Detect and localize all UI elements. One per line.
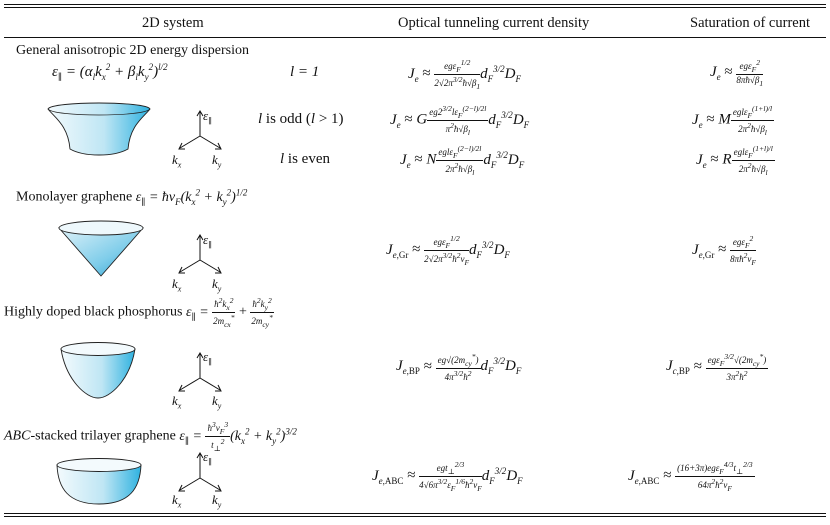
axis-label-ky: ky [212, 152, 222, 170]
bottom-rule-1 [4, 513, 826, 515]
abc-bowl-image [56, 458, 142, 505]
header-2d-system: 2D system [142, 15, 204, 31]
header-current-density: Optical tunneling current density [398, 15, 590, 31]
condition-l-odd: l is odd (l > 1) [258, 111, 344, 127]
axes-diagram-graphene [178, 234, 222, 274]
graphene-section-title: Monolayer graphene ε∥ = ħvF(kx2 + ky2)1/… [16, 187, 248, 207]
axis-label-up-2: ε∥ [203, 232, 212, 250]
bp-section-title: Highly doped black phosphorus ε∥ = ħ2kx2… [4, 296, 274, 329]
anisotropic-surface-image [47, 102, 151, 156]
abc-section-title: ABC-stacked trilayer graphene ε∥ = ħ3vF3… [4, 420, 297, 453]
condition-l-1: l = 1 [290, 64, 320, 80]
graphene-cone-image [58, 220, 144, 277]
bottom-rule-2 [4, 516, 826, 518]
axis-label-kx-4: kx [172, 492, 182, 510]
header-saturation: Saturation of current [690, 15, 810, 31]
general-section-title: General anisotropic 2D energy dispersion [16, 43, 250, 58]
axes-diagram-bp [178, 352, 222, 392]
axis-label-kx: kx [172, 152, 182, 170]
axes-diagram-abc [178, 452, 222, 492]
top-rule-1 [4, 4, 826, 6]
axis-label-ky-4: ky [212, 492, 222, 510]
axes-diagram-general [178, 110, 222, 150]
axis-label-kx-2: kx [172, 276, 182, 294]
bp-paraboloid-image [60, 342, 136, 399]
axis-label-kx-3: kx [172, 393, 182, 411]
axis-label-ky-2: ky [212, 276, 222, 294]
saturation-bp: Jc,BP ≈ egεF3/2√(2mcy*)3π2ħ2 [666, 352, 769, 382]
axis-label-ky-3: ky [212, 393, 222, 411]
axis-label-up-4: ε∥ [203, 449, 212, 467]
condition-l-even: l is even [280, 151, 330, 167]
axis-label-up-3: ε∥ [203, 349, 212, 367]
top-rule-2 [4, 7, 826, 9]
header-rule [4, 37, 826, 38]
axis-label-up: ε∥ [203, 108, 212, 126]
general-dispersion: ε∥ = (αlkx2 + βlky2)l/2 [52, 62, 168, 82]
